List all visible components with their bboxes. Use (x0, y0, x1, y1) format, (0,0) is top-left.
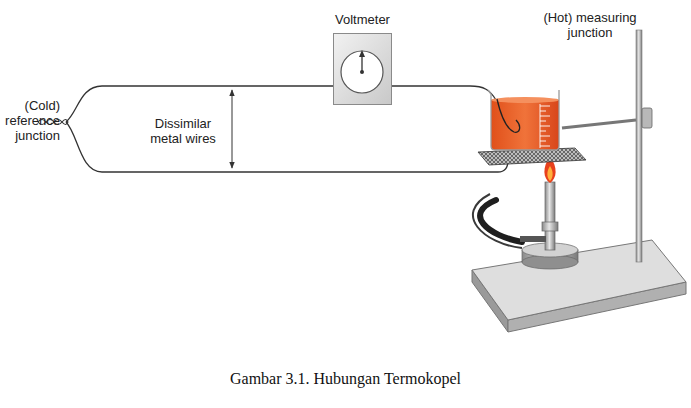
meter-box: Voltmeter (333, 33, 392, 105)
scale-tick (540, 136, 550, 137)
scale-tick (540, 141, 546, 142)
meter-label: Voltmeter (335, 12, 390, 27)
scale-tick (540, 146, 550, 147)
scale-tick (540, 104, 541, 148)
retort-stand (562, 30, 652, 262)
callout-label: Dissimilar metal wires (140, 116, 226, 146)
scale-tick (540, 126, 550, 127)
scale-tick (540, 111, 546, 112)
beaker (488, 90, 559, 150)
scale-tick (540, 116, 550, 117)
scale-tick (540, 121, 546, 122)
stand-base (472, 240, 686, 332)
dimension-arrow (232, 90, 233, 168)
voltmeter-body (333, 33, 392, 105)
scale-tick (540, 131, 546, 132)
callout-label: (Hot) measuring junction (520, 10, 660, 40)
callout-label: (Cold) reference junction (2, 98, 60, 143)
bunsen-burner (473, 182, 578, 269)
figure-caption: Gambar 3.1. Hubungan Termokopel (0, 370, 691, 388)
wire (66, 86, 508, 172)
scale-tick (540, 106, 550, 107)
